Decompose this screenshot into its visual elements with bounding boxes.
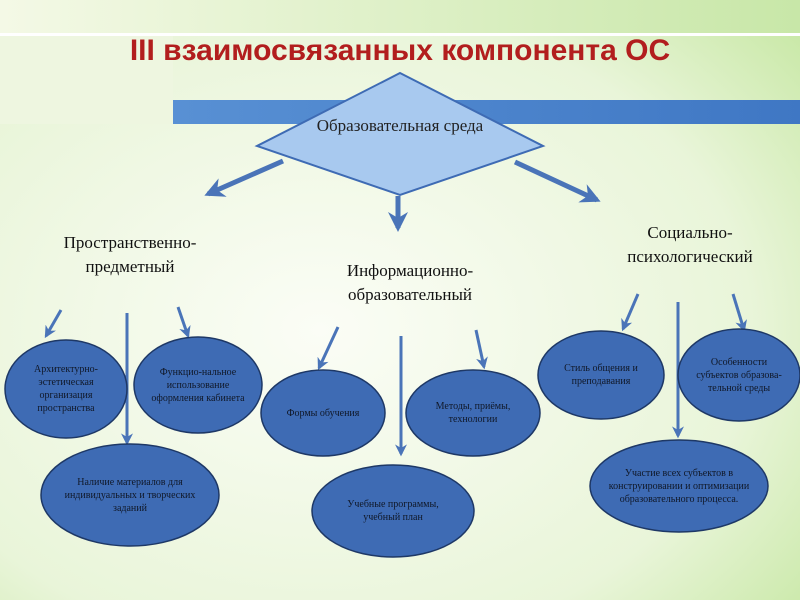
node-features bbox=[677, 328, 800, 422]
page-title: III взаимосвязанных компонента ОС bbox=[129, 34, 671, 67]
arrow-left bbox=[204, 158, 285, 197]
arrow-spatial-1 bbox=[44, 309, 63, 339]
node-communication bbox=[537, 330, 665, 420]
node-participation bbox=[589, 439, 769, 533]
center-label: Образовательная среда bbox=[316, 116, 484, 135]
branch-spatial: Пространственно-предметный bbox=[63, 233, 197, 276]
arrow-spatial-2 bbox=[176, 306, 191, 339]
branch-social: Социально-психологический bbox=[627, 223, 753, 266]
arrow-info-3 bbox=[474, 329, 488, 370]
node-methods bbox=[405, 369, 541, 457]
arrow-info-1 bbox=[317, 326, 340, 371]
arrow-social-1 bbox=[621, 293, 640, 332]
arrow-social-3 bbox=[731, 293, 747, 333]
center-diamond bbox=[254, 71, 546, 197]
node-materials bbox=[40, 443, 220, 547]
node-forms bbox=[260, 369, 386, 457]
branch-informational: Информационно-образовательный bbox=[346, 261, 474, 304]
arrow-right bbox=[513, 159, 601, 203]
node-architecture bbox=[4, 339, 128, 439]
node-functional bbox=[133, 336, 263, 434]
node-programs bbox=[311, 464, 475, 558]
